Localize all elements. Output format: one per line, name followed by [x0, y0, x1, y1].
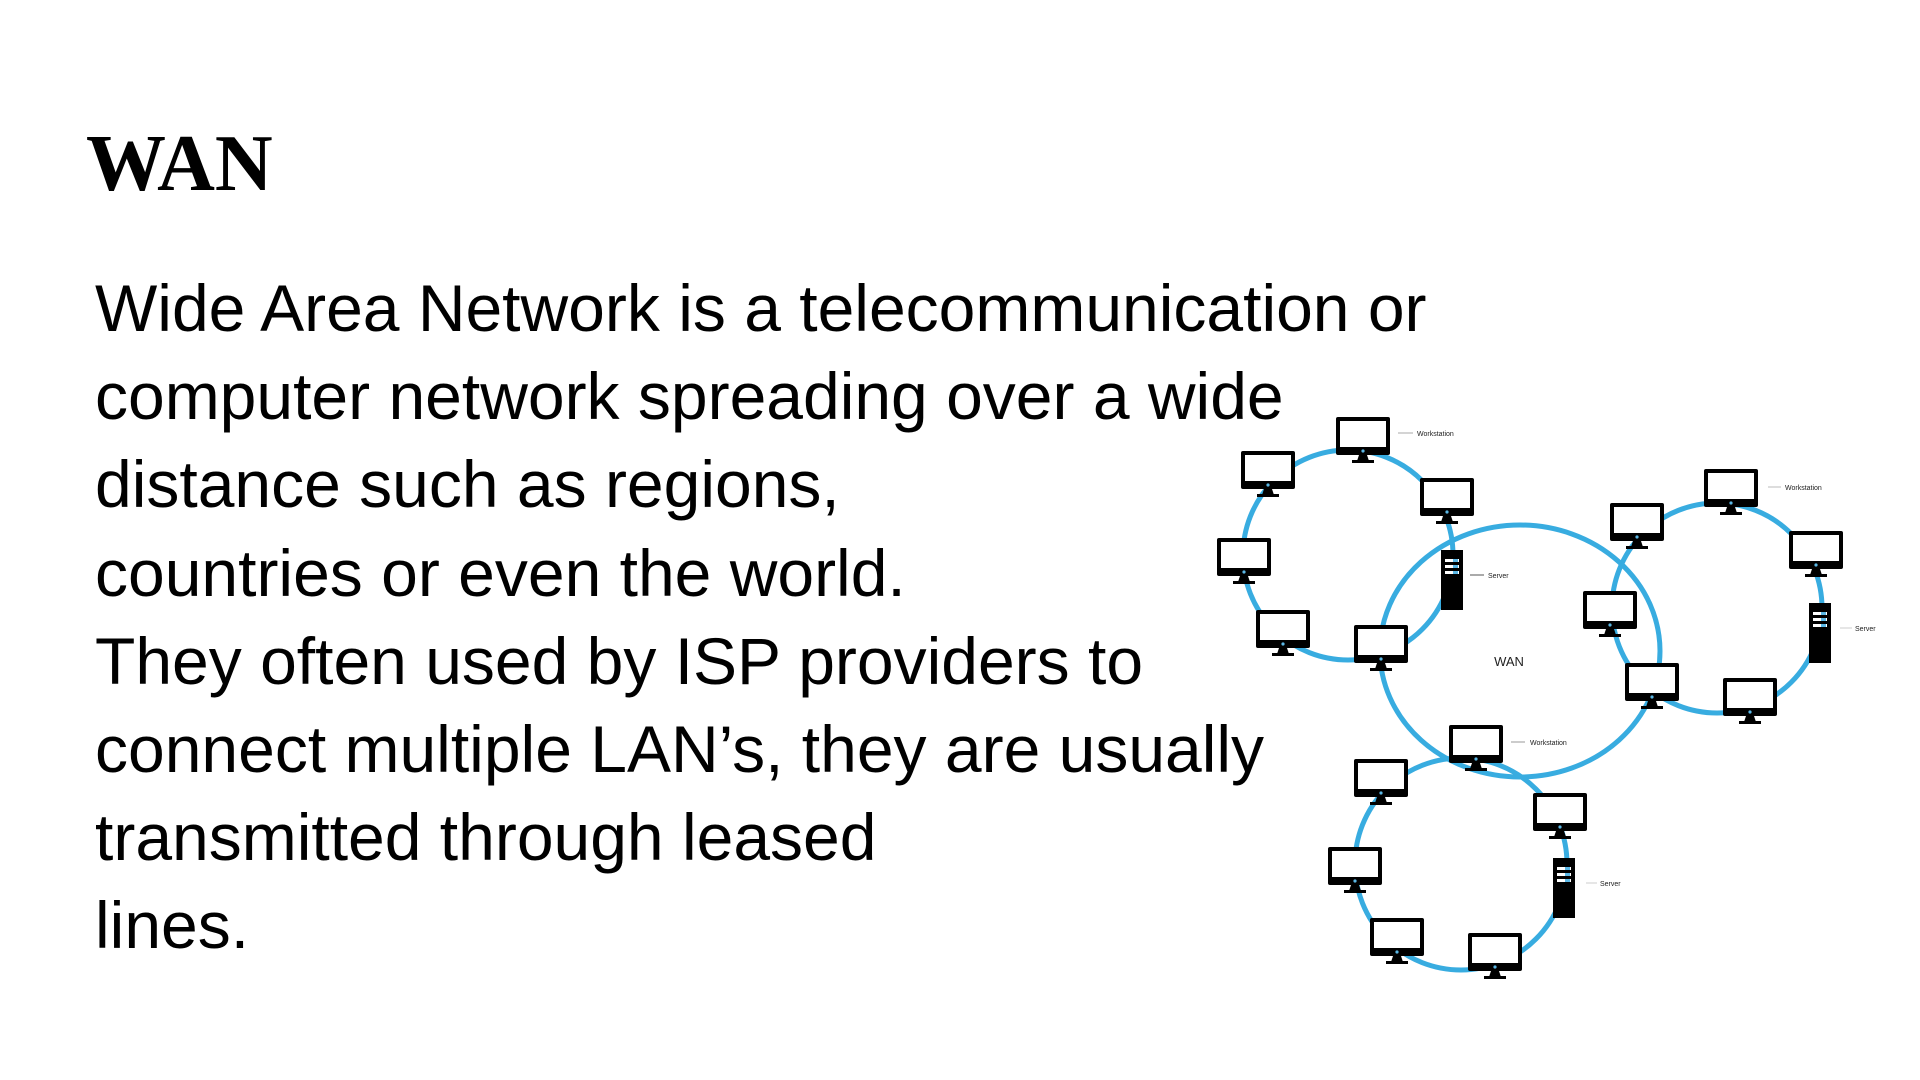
- lan-ring-2-link: [1609, 500, 1825, 716]
- body-line: lines.: [95, 888, 250, 963]
- server-label: Server: [1600, 881, 1621, 888]
- workstation-monitor-icon: [1449, 725, 1503, 771]
- workstation-label: Workstation: [1530, 740, 1567, 747]
- workstation-monitor-icon: [1583, 591, 1637, 637]
- body-line: countries or even the world.: [95, 535, 906, 610]
- body-line: computer network spreading over a wide: [95, 359, 1284, 434]
- workstation-monitor-icon: [1723, 678, 1777, 724]
- workstation-monitor-icon: [1533, 793, 1587, 839]
- lan-ring-2: Workstation Server: [1583, 469, 1876, 724]
- workstation-monitor-icon: [1789, 531, 1843, 577]
- workstation-monitor-icon: [1420, 478, 1474, 524]
- workstation-monitor-icon: [1625, 663, 1679, 709]
- workstation-label: Workstation: [1785, 485, 1822, 492]
- server-tower-icon: [1553, 858, 1575, 918]
- body-line: Wide Area Network is a telecommunication…: [95, 271, 1427, 345]
- workstation-monitor-icon: [1468, 933, 1522, 979]
- wan-center-label: WAN: [1494, 654, 1524, 669]
- server-tower-icon: [1441, 550, 1463, 610]
- server-label: Server: [1488, 573, 1509, 580]
- body-line: distance such as regions,: [95, 447, 840, 522]
- slide-body-text: Wide Area Network is a telecommunication…: [95, 264, 1427, 970]
- server-tower-icon: [1809, 603, 1831, 663]
- workstation-monitor-icon: [1704, 469, 1758, 515]
- slide-title: WAN: [86, 120, 273, 208]
- workstation-monitor-icon: [1610, 503, 1664, 549]
- server-label: Server: [1855, 626, 1876, 633]
- body-line: transmitted through leased: [95, 800, 877, 875]
- body-line: connect multiple LAN’s, they are usually: [95, 712, 1265, 787]
- body-line: They often used by ISP providers to: [95, 623, 1144, 698]
